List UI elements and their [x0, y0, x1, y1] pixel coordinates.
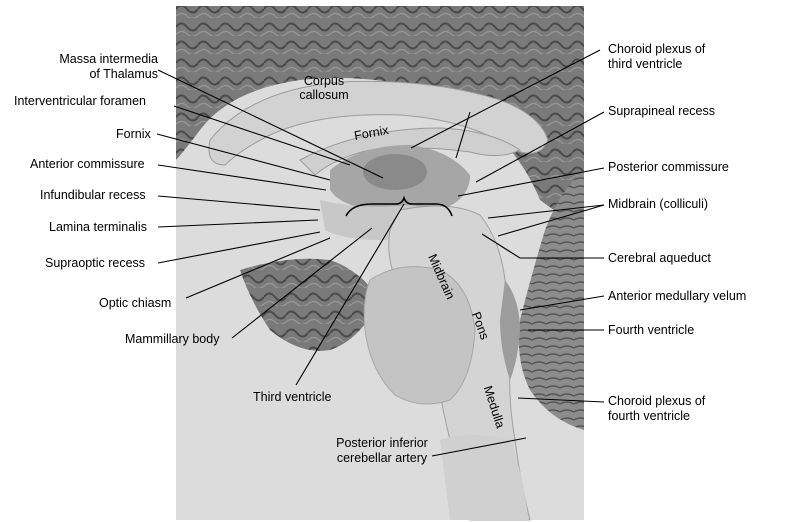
label-pica-line1: Posterior inferior [336, 436, 428, 450]
label-choroid-plexus-fourth: Choroid plexus of fourth ventricle [608, 394, 705, 424]
cerebral-cortex [176, 6, 584, 230]
label-suprapineal-recess: Suprapineal recess [608, 104, 716, 118]
label-corpus-line1: Corpus [303, 74, 345, 88]
label-choroid4-line1: Choroid plexus of [608, 394, 706, 408]
label-posterior-inferior-cerebellar-artery: Posterior inferior cerebellar artery [324, 436, 440, 466]
label-choroid4-line2: fourth ventricle [608, 409, 690, 423]
label-corpus-callosum: Corpus callosum [284, 74, 364, 102]
label-massa-line2: of Thalamus [89, 67, 158, 81]
label-massa-intermedia: Massa intermedia of Thalamus [20, 52, 158, 82]
label-infundibular-recess: Infundibular recess [40, 188, 146, 202]
label-lamina-terminalis: Lamina terminalis [49, 220, 147, 234]
leader-lines [156, 49, 605, 457]
temporal-region [240, 258, 380, 351]
label-anterior-commissure: Anterior commissure [30, 157, 145, 171]
label-fourth-ventricle: Fourth ventricle [608, 323, 695, 337]
cerebellum [518, 170, 584, 430]
label-anterior-medullary-velum: Anterior medullary velum [608, 289, 747, 303]
label-interventricular-foramen: Interventricular foramen [14, 94, 147, 108]
fourth-ventricle [500, 280, 520, 380]
pons-bulge [363, 266, 476, 405]
label-mammillary-body: Mammillary body [125, 332, 220, 346]
label-posterior-commissure: Posterior commissure [608, 160, 729, 174]
label-third-ventricle: Third ventricle [253, 390, 332, 404]
third-ventricle-brace [345, 195, 453, 217]
massa-intermedia [363, 154, 427, 190]
label-optic-chiasm: Optic chiasm [99, 296, 172, 310]
lower-medulla [440, 435, 528, 520]
label-cerebral-aqueduct: Cerebral aqueduct [608, 251, 711, 265]
label-corpus-line2: callosum [299, 88, 349, 102]
label-choroid3-line1: Choroid plexus of [608, 42, 706, 56]
label-supraoptic-recess: Supraoptic recess [45, 256, 146, 270]
label-choroid-plexus-third: Choroid plexus of third ventricle [608, 42, 705, 72]
label-fornix-left: Fornix [116, 127, 151, 141]
label-pica-line2: cerebellar artery [336, 451, 428, 465]
label-choroid3-line2: third ventricle [608, 57, 683, 71]
label-midbrain-colliculi: Midbrain (colliculi) [608, 197, 709, 211]
label-massa-line1: Massa intermedia [59, 52, 158, 66]
